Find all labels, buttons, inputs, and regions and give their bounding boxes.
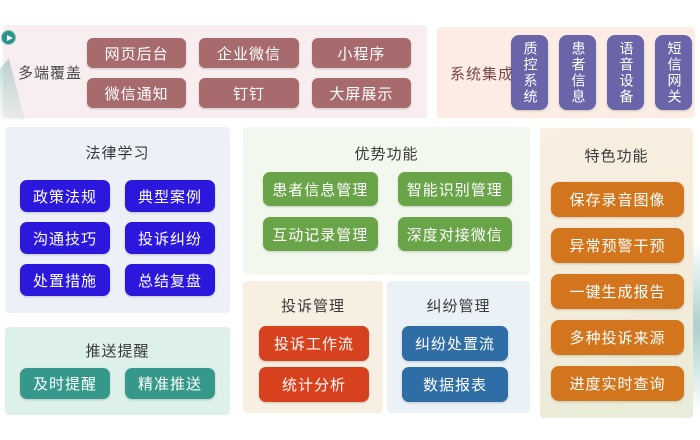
- voice-device-button[interactable]: 语音设备: [607, 35, 644, 110]
- abnormal-warning-button[interactable]: 异常预警干预: [551, 228, 684, 263]
- one-click-report-button[interactable]: 一键生成报告: [551, 274, 684, 309]
- featured-functions-title: 特色功能: [584, 147, 649, 165]
- advantage-buttons: 患者信息管理 智能识别管理 互动记录管理 深度对接微信: [263, 172, 512, 251]
- panel-featured-functions: 特色功能 保存录音图像 异常预警干预 一键生成报告 多种投诉来源 进度实时查询: [540, 128, 693, 418]
- qc-system-button[interactable]: 质控系统: [511, 35, 548, 110]
- panel-advantage-functions: 优势功能 患者信息管理 智能识别管理 互动记录管理 深度对接微信: [243, 127, 530, 275]
- communication-skill-button[interactable]: 沟通技巧: [20, 222, 110, 254]
- panel-dispute-management: 纠纷管理 纠纷处置流 数据报表: [387, 281, 530, 413]
- multi-source-button[interactable]: 多种投诉来源: [551, 320, 684, 355]
- patient-info-mgmt-button[interactable]: 患者信息管理: [263, 172, 378, 206]
- precise-push-button[interactable]: 精准推送: [125, 368, 215, 399]
- big-screen-button[interactable]: 大屏展示: [311, 78, 411, 108]
- wechat-notify-button[interactable]: 微信通知: [87, 78, 187, 108]
- featured-buttons: 保存录音图像 异常预警干预 一键生成报告 多种投诉来源 进度实时查询: [551, 182, 684, 401]
- dispute-flow-button[interactable]: 纠纷处置流: [402, 326, 508, 361]
- wecom-button[interactable]: 企业微信: [199, 38, 299, 68]
- advantage-functions-title: 优势功能: [354, 145, 419, 163]
- dispute-buttons: 纠纷处置流 数据报表: [402, 326, 508, 402]
- sms-gateway-button[interactable]: 短信网关: [655, 35, 692, 110]
- interaction-record-button[interactable]: 互动记录管理: [263, 217, 378, 251]
- play-icon: [1, 30, 16, 45]
- panel-law-study: 法律学习 政策法规 典型案例 沟通技巧 投诉纠纷 处置措施 总结复盘: [5, 127, 230, 313]
- summary-review-button[interactable]: 总结复盘: [125, 264, 215, 296]
- complaint-management-title: 投诉管理: [280, 297, 345, 315]
- wechat-integration-button[interactable]: 深度对接微信: [397, 217, 512, 251]
- timely-reminder-button[interactable]: 及时提醒: [20, 368, 110, 399]
- integration-buttons: 质控系统 患者信息 语音设备 短信网关: [511, 35, 692, 110]
- push-reminder-title: 推送提醒: [85, 342, 150, 360]
- intelligent-recognition-button[interactable]: 智能识别管理: [397, 172, 512, 206]
- typical-case-button[interactable]: 典型案例: [125, 180, 215, 212]
- mini-program-button[interactable]: 小程序: [311, 38, 411, 68]
- panel-system-integration: 系统集成 质控系统 患者信息 语音设备 短信网关: [437, 27, 695, 118]
- law-study-title: 法律学习: [85, 144, 150, 162]
- realtime-progress-button[interactable]: 进度实时查询: [551, 366, 684, 401]
- dispute-management-title: 纠纷管理: [426, 297, 491, 315]
- complaint-dispute-button[interactable]: 投诉纠纷: [125, 222, 215, 254]
- dingtalk-button[interactable]: 钉钉: [199, 78, 299, 108]
- save-recording-button[interactable]: 保存录音图像: [551, 182, 684, 217]
- system-integration-label: 系统集成: [450, 65, 515, 83]
- law-study-buttons: 政策法规 典型案例 沟通技巧 投诉纠纷 处置措施 总结复盘: [20, 180, 215, 296]
- patient-info-button[interactable]: 患者信息: [559, 35, 596, 110]
- web-backend-button[interactable]: 网页后台: [87, 38, 187, 68]
- panel-push-reminder: 推送提醒 及时提醒 精准推送: [5, 327, 230, 415]
- panel-multi-end: 多端覆盖 网页后台 企业微信 小程序 微信通知 钉钉 大屏展示: [3, 25, 427, 118]
- policy-regulation-button[interactable]: 政策法规: [20, 180, 110, 212]
- push-reminder-buttons: 及时提醒 精准推送: [20, 368, 215, 399]
- multi-end-buttons: 网页后台 企业微信 小程序 微信通知 钉钉 大屏展示: [87, 38, 411, 108]
- data-report-button[interactable]: 数据报表: [402, 367, 508, 402]
- handling-measure-button[interactable]: 处置措施: [20, 264, 110, 296]
- statistics-analysis-button[interactable]: 统计分析: [259, 367, 369, 402]
- panel-complaint-management: 投诉管理 投诉工作流 统计分析: [243, 281, 383, 413]
- complaint-buttons: 投诉工作流 统计分析: [259, 326, 369, 402]
- multi-end-label: 多端覆盖: [18, 64, 83, 82]
- complaint-workflow-button[interactable]: 投诉工作流: [259, 326, 369, 361]
